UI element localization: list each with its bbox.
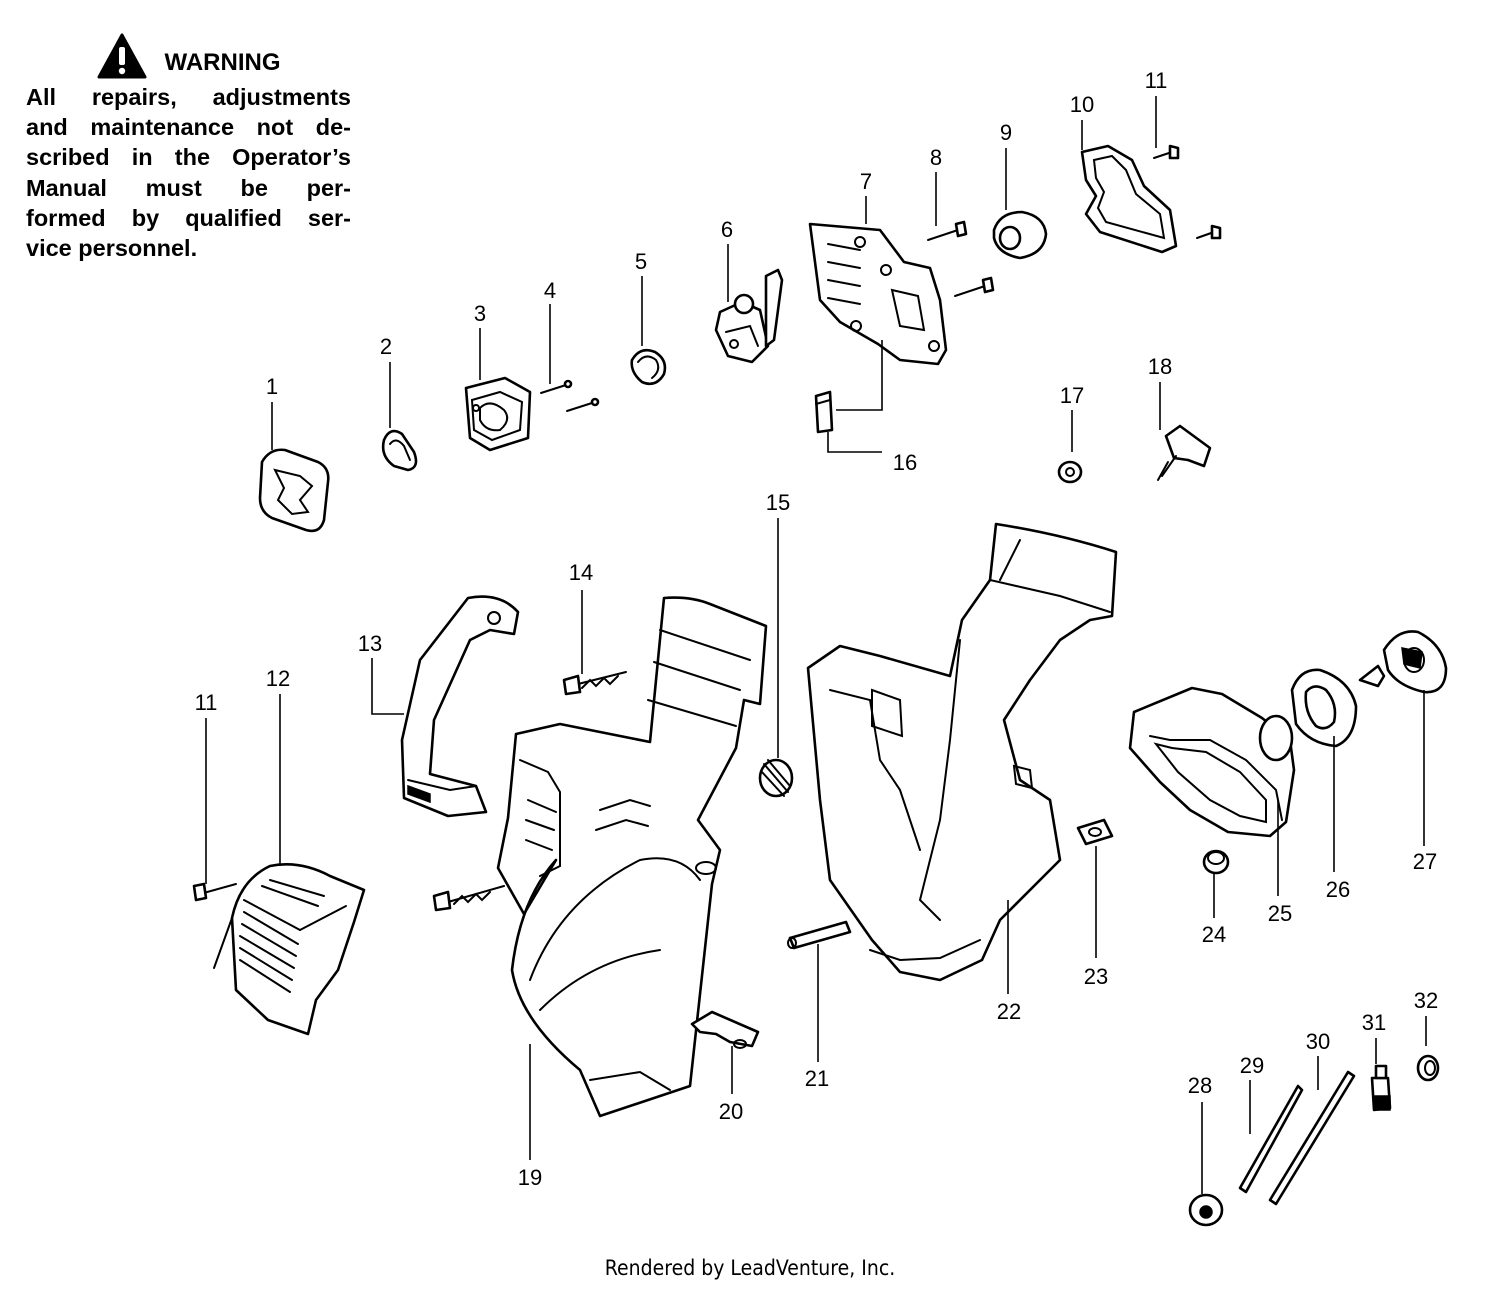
part-11-screw-left [192, 882, 237, 902]
callout-18: 18 [1148, 354, 1172, 379]
callout-11: 11 [1145, 68, 1168, 93]
callout-12: 12 [266, 666, 290, 691]
warning-title: WARNING [164, 49, 281, 76]
part-19-housing [496, 596, 768, 1118]
part-23-plate [1076, 818, 1114, 846]
part-32-grommet [1416, 1054, 1440, 1082]
callout-10: 10 [1070, 92, 1094, 117]
callout-29: 29 [1240, 1053, 1264, 1078]
callout-11: 11 [195, 690, 218, 715]
callout-6: 6 [721, 217, 733, 242]
part-9-spacer [992, 210, 1048, 260]
part-14-bolt [562, 671, 627, 696]
callout-16: 16 [893, 450, 917, 475]
footer-credit: Rendered by LeadVenture, Inc. [604, 1256, 896, 1280]
callout-14: 14 [569, 560, 593, 585]
callout-13: 13 [358, 631, 382, 656]
part-17-nut [1057, 460, 1083, 484]
warning-line: Manual must be per- [26, 174, 351, 201]
part-15-nut [758, 758, 794, 798]
part-16-key [814, 390, 834, 434]
part-21-pin [787, 920, 852, 950]
callout-4: 4 [544, 278, 556, 303]
warning-notice: WARNING All repairs, adjustments and mai… [26, 30, 351, 263]
warning-line: and maintenance not de- [26, 114, 351, 141]
callout-17: 17 [1060, 383, 1084, 408]
callout-31: 31 [1362, 1010, 1386, 1035]
leader-lines [205, 96, 1427, 1194]
callout-27: 27 [1413, 849, 1437, 874]
callout-25: 25 [1268, 901, 1292, 926]
callout-5: 5 [635, 249, 647, 274]
callout-1: 1 [266, 374, 278, 399]
callout-32: 32 [1414, 988, 1438, 1013]
part-30-fuel-hose [1268, 1070, 1356, 1206]
warning-line: scribed in the Operator’s [26, 144, 351, 171]
warning-line: formed by qualified ser- [26, 204, 351, 231]
callout-19: 19 [518, 1165, 542, 1190]
part-22-housing [806, 522, 1118, 982]
part-13-handle [400, 595, 520, 818]
part-11-screws [1153, 144, 1222, 240]
callout-2: 2 [380, 334, 392, 359]
part-6-carburetor [714, 268, 784, 364]
part-19-bolt [432, 885, 505, 912]
part-12-shroud [213, 863, 366, 1036]
part-10-bracket [1080, 144, 1178, 254]
part-26-ring [1290, 668, 1358, 748]
callout-26: 26 [1326, 877, 1350, 902]
callout-8: 8 [930, 145, 942, 170]
part-7-side-plate [808, 222, 948, 366]
part-24-plug [1202, 849, 1230, 875]
callout-28: 28 [1188, 1073, 1212, 1098]
callout-15: 15 [766, 490, 790, 515]
part-8-bolts [927, 220, 995, 297]
warning-line: vice personnel. [26, 235, 198, 262]
callout-7: 7 [860, 169, 872, 194]
warning-header: WARNING [26, 30, 351, 82]
part-5-gasket [630, 348, 667, 386]
part-1-gasket [258, 448, 330, 533]
warning-line: All repairs, adjustments [26, 84, 351, 110]
part-3-adapter [464, 376, 532, 452]
part-2-o-ring [381, 429, 418, 472]
callout-24: 24 [1202, 922, 1226, 947]
warning-triangle-icon [97, 33, 146, 79]
part-18-knob [1157, 424, 1212, 481]
callout-23: 23 [1084, 964, 1108, 989]
callout-30: 30 [1306, 1029, 1330, 1054]
callout-numbers: 1 2 3 4 5 6 7 8 9 10 11 16 17 18 15 14 1… [195, 68, 1439, 1190]
callout-21: 21 [805, 1066, 829, 1091]
part-29-fuel-hose [1238, 1084, 1304, 1194]
callout-3: 3 [474, 301, 486, 326]
callout-20: 20 [719, 1099, 743, 1124]
part-4-screws [540, 379, 600, 412]
part-31-fuel-filter [1370, 1064, 1392, 1112]
part-28-grommet [1188, 1193, 1224, 1227]
part-20-clip [690, 1010, 760, 1049]
part-27-fuel-cap [1358, 630, 1448, 694]
callout-9: 9 [1000, 120, 1012, 145]
callout-22: 22 [997, 999, 1021, 1024]
part-25-fuel-tank [1128, 686, 1296, 838]
